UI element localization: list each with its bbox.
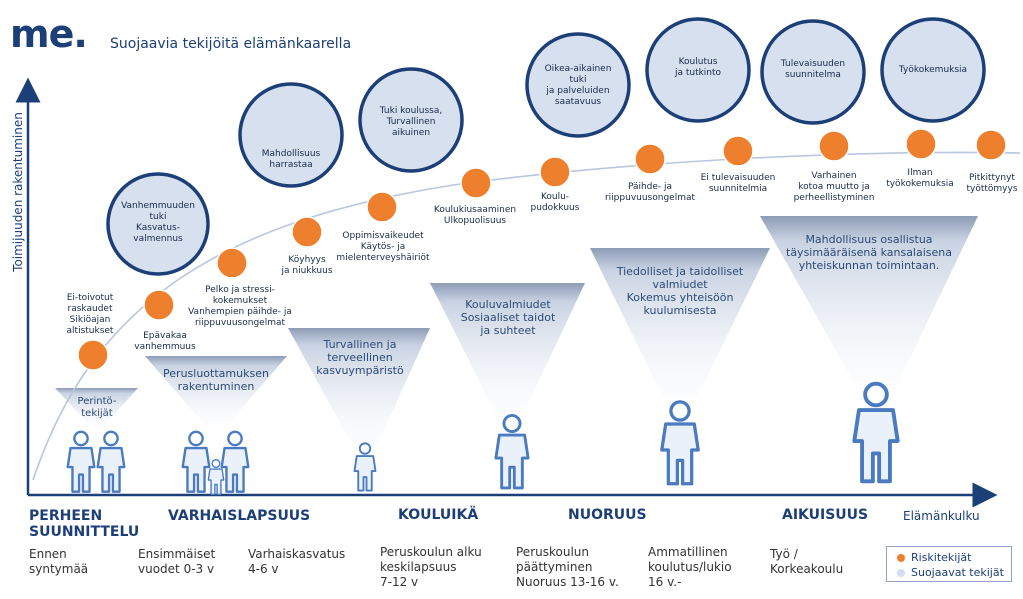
age-label: Ammatillinen koulutus/lukio 16 v.- (648, 545, 732, 589)
risk-dot (539, 156, 571, 188)
protective-bubble-label: Tulevaisuuden suunnitelma (780, 59, 846, 80)
risk-label: Oppimisvaikeudet Käytös- ja mielentervey… (336, 231, 430, 263)
protective-cone (55, 388, 138, 433)
risk-dot (216, 247, 248, 279)
protective-bubble-label: Koulutus ja tutkinto (674, 57, 722, 78)
protective-cone-label: Perusluottamuksen rakentuminen (163, 367, 269, 393)
protective-bubble (645, 17, 751, 123)
risk-label: Köyhyys ja niukkuus (281, 255, 333, 276)
legend-item-risk: Riskitekijät (897, 550, 1011, 565)
stage-family-planning: PERHEEN SUUNNITTELU (29, 508, 140, 540)
stage-early-childhood: VARHAISLAPSUUS (168, 508, 311, 524)
age-label: Varhaiskasvatus 4-6 v (248, 547, 346, 576)
legend-item-protective: Suojaavat tekijät (897, 565, 1011, 580)
risk-dot (291, 216, 323, 248)
risk-label: Varhainen kotoa muutto ja perheellistymi… (793, 171, 875, 203)
risk-dot (818, 130, 850, 162)
risk-label: Päihde- ja riippuvuusongelmat (604, 182, 696, 203)
logo: me. (10, 12, 88, 56)
risk-dot (975, 129, 1007, 161)
risk-dot (366, 191, 398, 223)
risk-label: Pitkittynyt työttömyys (966, 173, 1018, 194)
risk-label: Ei tulevaisuuden suunnitelmia (700, 173, 776, 194)
risk-dot (460, 167, 492, 199)
protective-cone (760, 216, 978, 425)
protective-bubble (760, 19, 866, 125)
protective-bubble-label: Oikea-aikainen tuki ja palveluiden saata… (544, 64, 612, 107)
figure-parents (66, 430, 126, 493)
protective-cone (288, 328, 430, 470)
age-label: Työ / Korkeakoulu (770, 547, 844, 576)
protective-bubble (880, 17, 986, 123)
risk-dot (143, 289, 175, 321)
risk-dot (634, 143, 666, 175)
agency-curve (32, 151, 1021, 481)
legend-protective-label: Suojaavat tekijät (911, 566, 1004, 579)
protective-cone (430, 283, 585, 442)
protective-bubble-label: Mahdollisuus harrastaa (261, 149, 321, 170)
risk-label: Ei-toivotut raskaudet Sikiöajan altistuk… (66, 293, 114, 336)
risk-label: Ilman työkokemuksia (886, 168, 954, 189)
stage-school-age: KOULUIKÄ (398, 507, 479, 523)
page-subtitle: Suojaavia tekijöitä elämänkaarella (110, 36, 352, 52)
risk-label: Pelko ja stressi- kokemukset Vanhempien … (188, 285, 292, 328)
risk-label: Epävakaa vanhemmuus (134, 331, 196, 352)
x-axis-label: Elämänkulku (903, 509, 980, 523)
y-axis-label: Toimijuuden rakentuminen (11, 112, 25, 272)
risk-label: Koulukiusaaminen Ulkopuolisuus (433, 205, 517, 226)
risk-label: Koulu- pudokkuus (530, 192, 580, 213)
protective-bubble (238, 82, 344, 188)
age-label: Peruskoulun päättyminen Nuoruus 13-16 v. (516, 545, 619, 589)
protective-bubble-label: Tuki koulussa, Turvallinen aikuinen (379, 105, 443, 138)
legend-risk-label: Riskitekijät (911, 551, 972, 564)
risk-dot-icon (897, 554, 905, 562)
risk-dot (77, 339, 109, 371)
stage-adulthood: AIKUISUUS (782, 507, 869, 523)
protective-cone-label: Mahdollisuus osallistua täysimääräisenä … (786, 233, 952, 272)
protective-cone (590, 248, 770, 432)
protective-cone-label: Perintö- tekijät (77, 396, 117, 419)
risk-dot (905, 128, 937, 160)
age-label: Ensimmäiset vuodet 0-3 v (138, 547, 216, 576)
protective-cone-label: Turvallinen ja terveellinen kasvuympäris… (316, 338, 404, 377)
protective-bubble-label: Työkokemuksia (898, 64, 968, 75)
legend: Riskitekijät Suojaavat tekijät (886, 546, 1012, 582)
age-label: Ennen syntymää (29, 547, 89, 576)
risk-dot (722, 135, 754, 167)
protective-bubble (106, 172, 210, 276)
stage-youth: NUORUUS (568, 507, 647, 523)
protective-dot-icon (897, 569, 905, 577)
protective-bubble (525, 32, 631, 138)
age-label: Peruskoulun alku keskilapsuus 7-12 v (380, 545, 482, 589)
protective-cone-label: Kouluvalmiudet Sosiaaliset taidot ja suh… (460, 298, 556, 337)
protective-cone-label: Tiedolliset ja taidolliset valmiudet Kok… (616, 265, 744, 317)
figure-family (181, 430, 250, 495)
protective-bubble (358, 67, 464, 173)
protective-bubble-label: Vanhemmuuden tuki Kasvatus- valmennus (121, 201, 195, 244)
protective-cone (145, 356, 287, 438)
